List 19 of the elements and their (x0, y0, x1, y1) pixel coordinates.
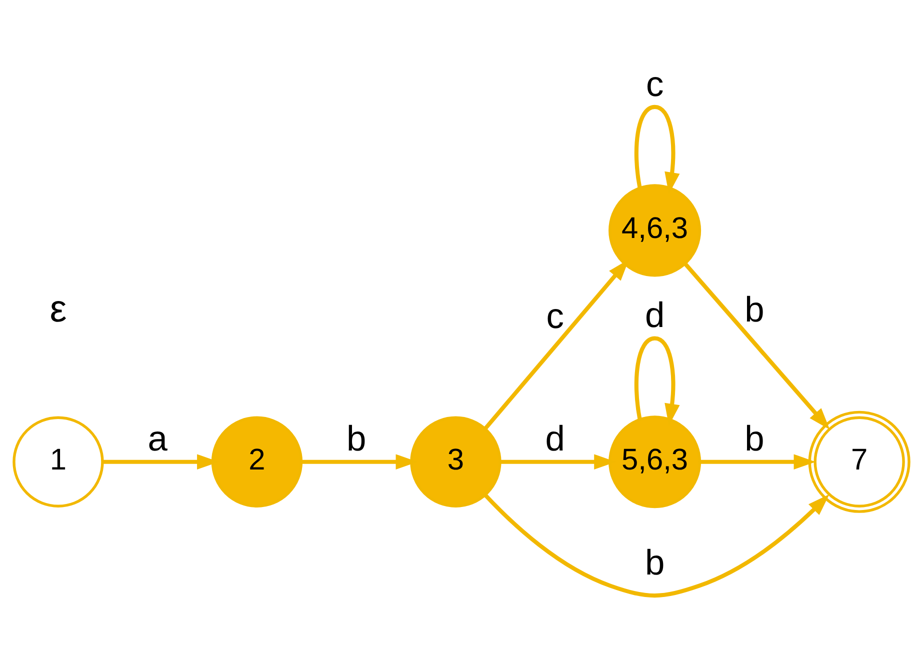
edge-label: b (744, 420, 764, 459)
edge-label: b (644, 544, 665, 583)
arrow (484, 494, 830, 598)
edge-label: a (148, 420, 168, 459)
edge-label: d (644, 296, 665, 336)
edge-label: b (346, 420, 366, 459)
label: ε (50, 288, 67, 331)
node-circle: 3 (410, 416, 502, 508)
node-circle: 2 (211, 416, 303, 508)
node-circle: 5,6,3 (608, 416, 702, 508)
edge-label: d (545, 420, 565, 459)
edge-label: c (546, 297, 564, 336)
arrow (684, 262, 830, 430)
node-circle: 1 (12, 416, 104, 508)
arrow (699, 454, 816, 470)
edge-label: b (744, 290, 764, 330)
node-circle: 4,6,3 (608, 184, 702, 277)
node-circle: 7 (808, 410, 910, 513)
edge-label: c (646, 64, 664, 104)
